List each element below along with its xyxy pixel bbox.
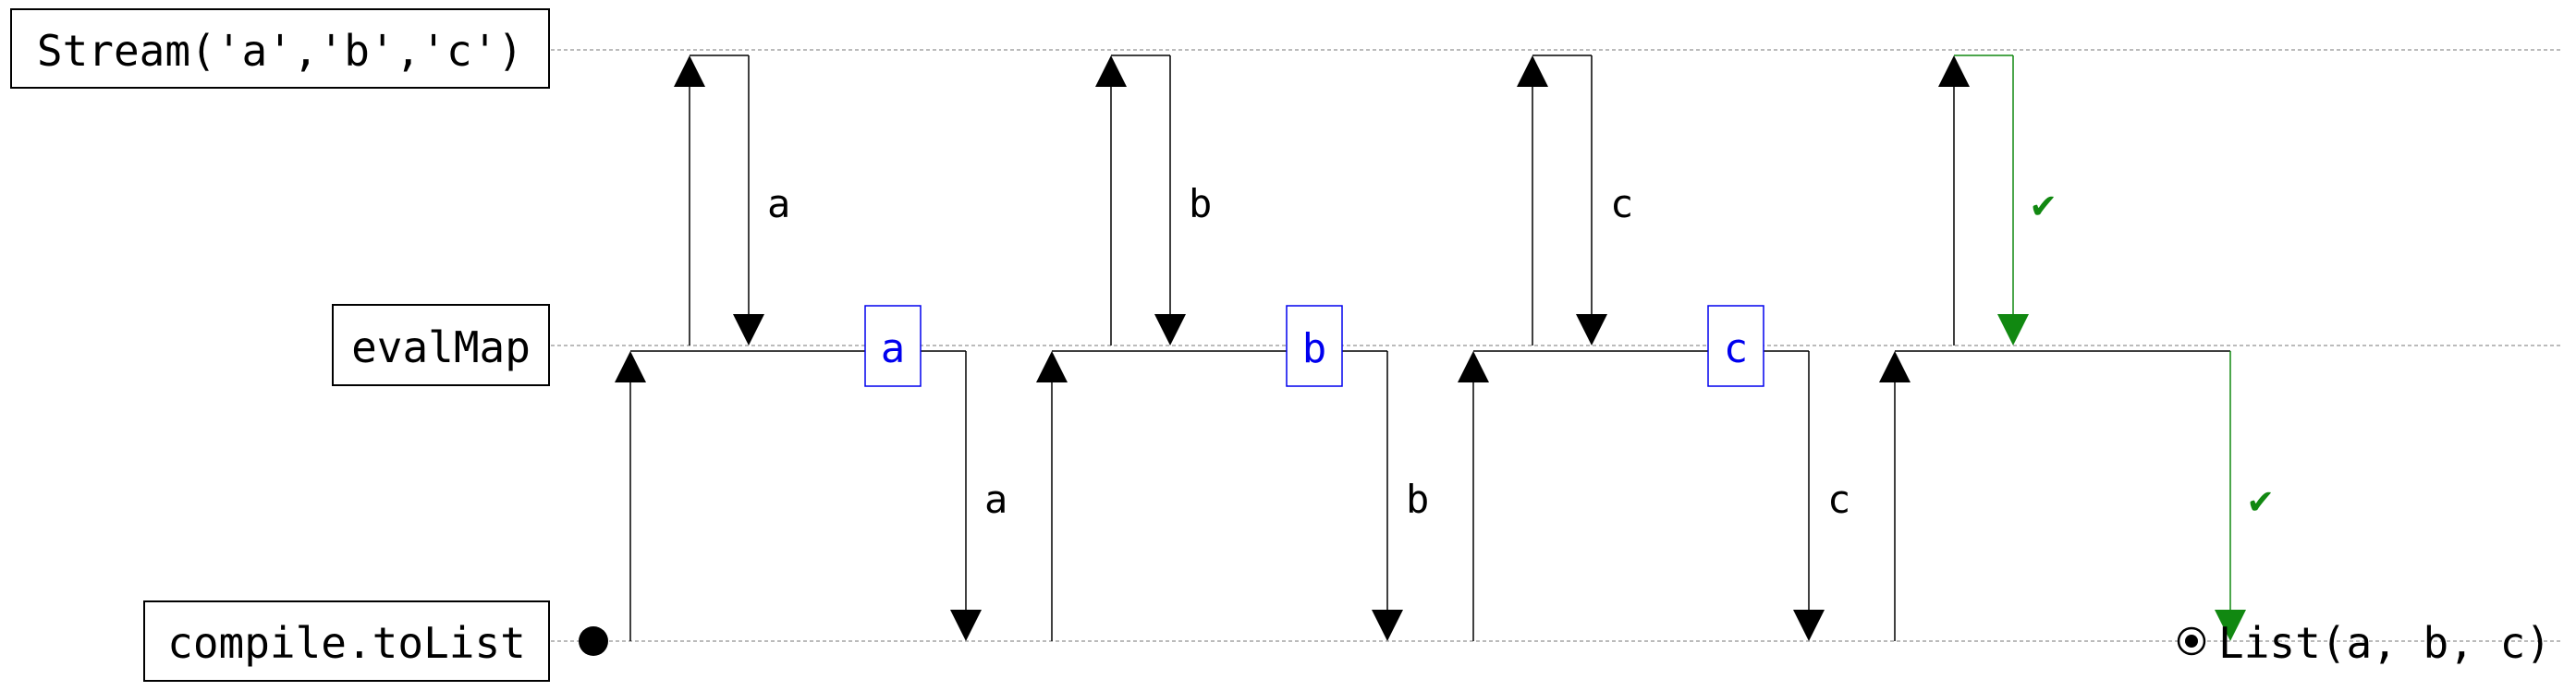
evalmap-element-box bbox=[1286, 305, 1343, 387]
upstream-element-label: c bbox=[1610, 181, 1633, 226]
flow-cycles: a a a b b b c c c ✔ ✔ bbox=[615, 55, 2272, 641]
evalmap-element-box bbox=[864, 305, 922, 387]
request-up-arrow-icon bbox=[615, 351, 646, 382]
request-up-arrow-icon bbox=[1036, 351, 1068, 382]
downstream-element-label: b bbox=[1406, 477, 1429, 522]
evalmap-element-label: a bbox=[881, 325, 906, 372]
stream-lane-label: Stream('a','b','c') bbox=[10, 8, 550, 89]
emit-down-arrow-icon bbox=[1997, 314, 2029, 346]
emit-down-arrow-icon bbox=[1154, 314, 1186, 346]
emit-down-arrow-icon bbox=[1793, 610, 1825, 641]
pull-up-arrow-icon bbox=[1095, 55, 1127, 87]
upstream-element-label: ✔ bbox=[2032, 181, 2055, 226]
emit-down-arrow-icon bbox=[950, 610, 982, 641]
circled-dot-end-icon bbox=[2177, 626, 2206, 656]
downstream-element-label: a bbox=[984, 477, 1007, 522]
evalmap-element-label: b bbox=[1302, 325, 1327, 372]
emit-down-arrow-icon bbox=[733, 314, 764, 346]
stream-lane-text: Stream('a','b','c') bbox=[37, 26, 523, 76]
evalmap-element-label: c bbox=[1724, 325, 1749, 372]
request-up-arrow-icon bbox=[1879, 351, 1911, 382]
evalmap-lane-label: evalMap bbox=[332, 304, 550, 386]
pull-up-arrow-icon bbox=[1938, 55, 1970, 87]
evalmap-lane-text: evalMap bbox=[351, 322, 531, 372]
request-up-arrow-icon bbox=[1458, 351, 1489, 382]
emit-down-arrow-icon bbox=[1576, 314, 1607, 346]
emit-down-arrow-icon bbox=[2215, 610, 2246, 641]
emit-down-arrow-icon bbox=[1372, 610, 1403, 641]
pull-up-arrow-icon bbox=[674, 55, 705, 87]
filled-circle-start-icon bbox=[579, 626, 608, 656]
downstream-element-label: ✔ bbox=[2249, 477, 2272, 522]
pull-up-arrow-icon bbox=[1517, 55, 1548, 87]
upstream-element-label: a bbox=[767, 181, 790, 226]
tolist-lane-label: compile.toList bbox=[143, 600, 550, 682]
evalmap-element-box bbox=[1707, 305, 1764, 387]
downstream-element-label: c bbox=[1827, 477, 1850, 522]
tolist-lane-text: compile.toList bbox=[167, 618, 526, 668]
result-text: List(a, b, c) bbox=[2218, 618, 2551, 668]
upstream-element-label: b bbox=[1189, 181, 1212, 226]
